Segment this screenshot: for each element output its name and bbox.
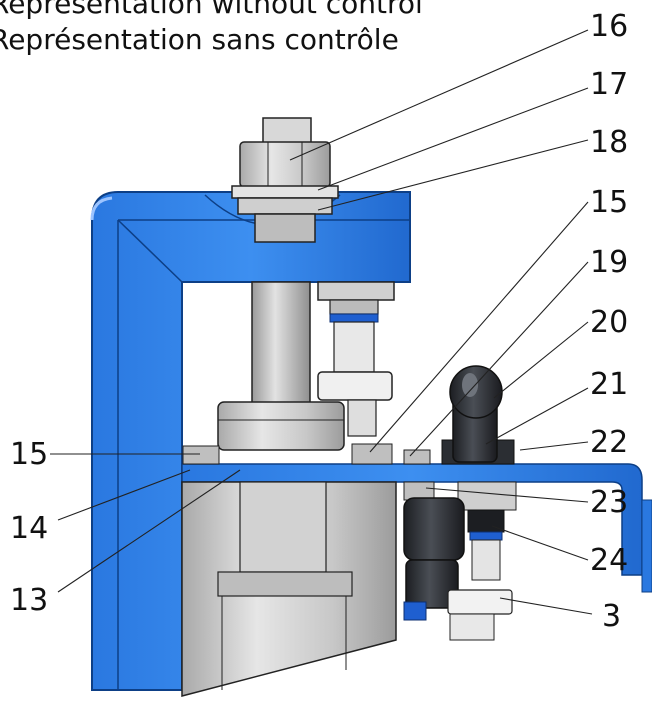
cylinder-head bbox=[217, 401, 345, 451]
callout-21: 21 bbox=[590, 367, 628, 402]
elbow-fitting bbox=[441, 365, 515, 465]
callout-18: 18 bbox=[590, 125, 628, 160]
callout-17: 17 bbox=[590, 67, 628, 102]
leader-lines bbox=[50, 29, 593, 615]
callout-13: 13 bbox=[10, 583, 48, 618]
callout-19: 19 bbox=[590, 245, 628, 280]
callout-14: 14 bbox=[10, 511, 48, 546]
caption-french: Représentation sans contrôle bbox=[0, 23, 399, 56]
cylinder-body bbox=[181, 481, 397, 697]
upper-valve-fitting bbox=[317, 281, 395, 437]
callout-numbers: 16 17 18 15 19 20 21 22 23 24 3 15 14 13 bbox=[10, 9, 628, 634]
callout-24: 24 bbox=[590, 543, 628, 578]
callout-15-left: 15 bbox=[10, 437, 48, 472]
callout-20: 20 bbox=[590, 305, 628, 340]
callout-15-right: 15 bbox=[590, 185, 628, 220]
callout-23: 23 bbox=[590, 485, 628, 520]
piston-rod bbox=[251, 281, 311, 405]
top-bolt-stack bbox=[231, 117, 339, 243]
caption-english: Représentation without control bbox=[0, 0, 423, 20]
callout-3: 3 bbox=[602, 599, 621, 634]
blue-mounting-plate bbox=[181, 463, 652, 593]
callout-16: 16 bbox=[590, 9, 628, 44]
plate-nuts bbox=[182, 443, 431, 465]
lower-fittings bbox=[403, 481, 517, 641]
callout-22: 22 bbox=[590, 425, 628, 460]
